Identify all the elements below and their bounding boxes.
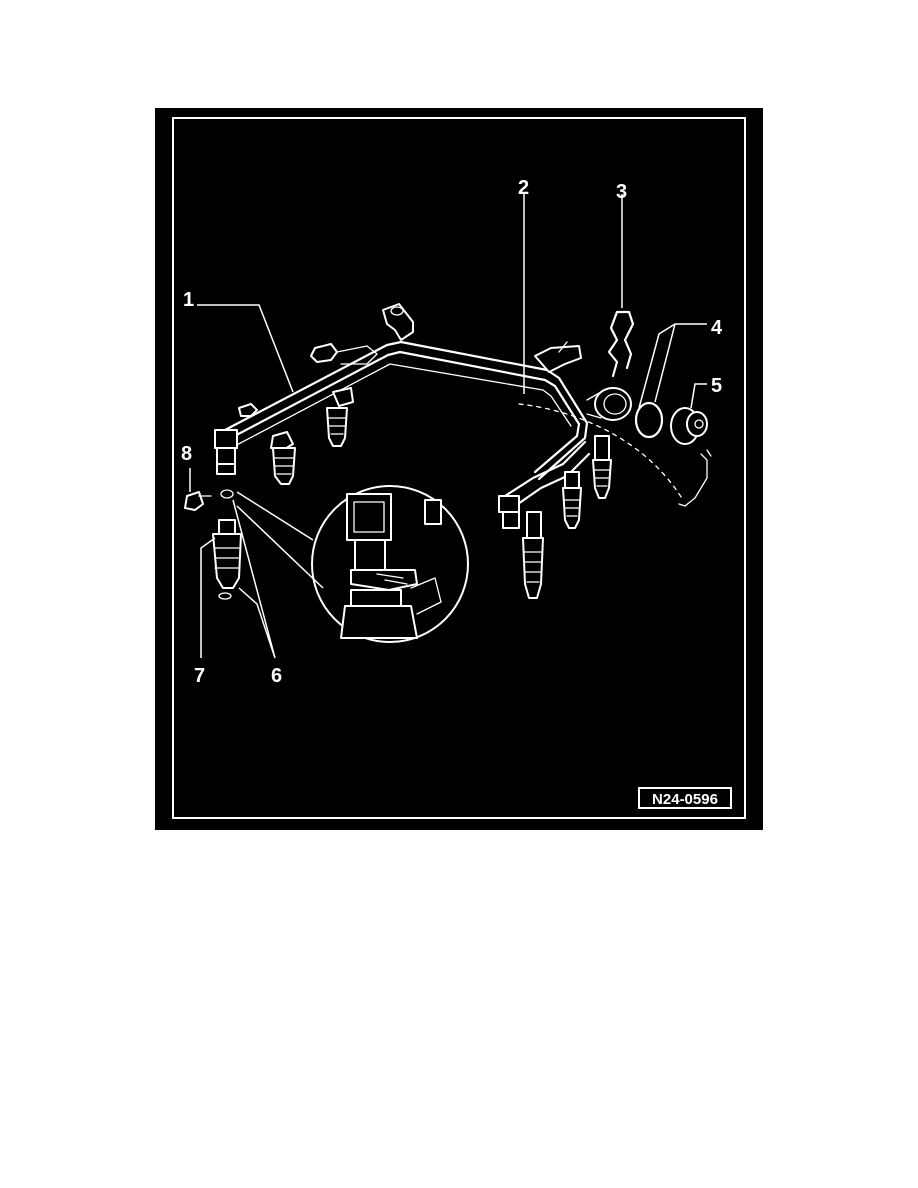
callout-2: 2 [518, 177, 529, 199]
left-bracket [238, 303, 414, 417]
callout-4: 4 [711, 317, 723, 339]
lower-o-ring [218, 592, 232, 600]
fuel-rail-injector-diagram: 1 2 3 4 5 6 7 8 N24-0596 [155, 108, 763, 830]
right-rail-injectors [498, 435, 612, 599]
exploded-injector [184, 463, 242, 600]
right-bracket [534, 341, 582, 373]
callout-1: 1 [183, 289, 194, 311]
reference-code: N24-0596 [652, 791, 718, 808]
callout-6: 6 [271, 665, 282, 687]
upper-o-ring [220, 489, 234, 499]
diagram-background [155, 108, 763, 830]
detail-inset [236, 485, 469, 643]
left-rail-injectors [214, 387, 354, 485]
callout-labels: 1 2 3 4 5 6 7 8 [181, 177, 723, 687]
callout-8: 8 [181, 443, 192, 465]
diagram-frame [172, 117, 746, 819]
leader-lines [189, 194, 707, 659]
diagram-canvas: 1 2 3 4 5 6 7 8 N24-0596 [155, 108, 763, 830]
callout-5: 5 [711, 375, 722, 397]
o-ring [634, 401, 664, 439]
retaining-clip [607, 310, 635, 378]
callout-3: 3 [616, 181, 627, 203]
callout-7: 7 [194, 665, 205, 687]
reference-code-box: N24-0596 [638, 787, 732, 809]
fuel-pressure-regulator [518, 403, 712, 507]
pressure-regulator-housing [586, 387, 632, 421]
